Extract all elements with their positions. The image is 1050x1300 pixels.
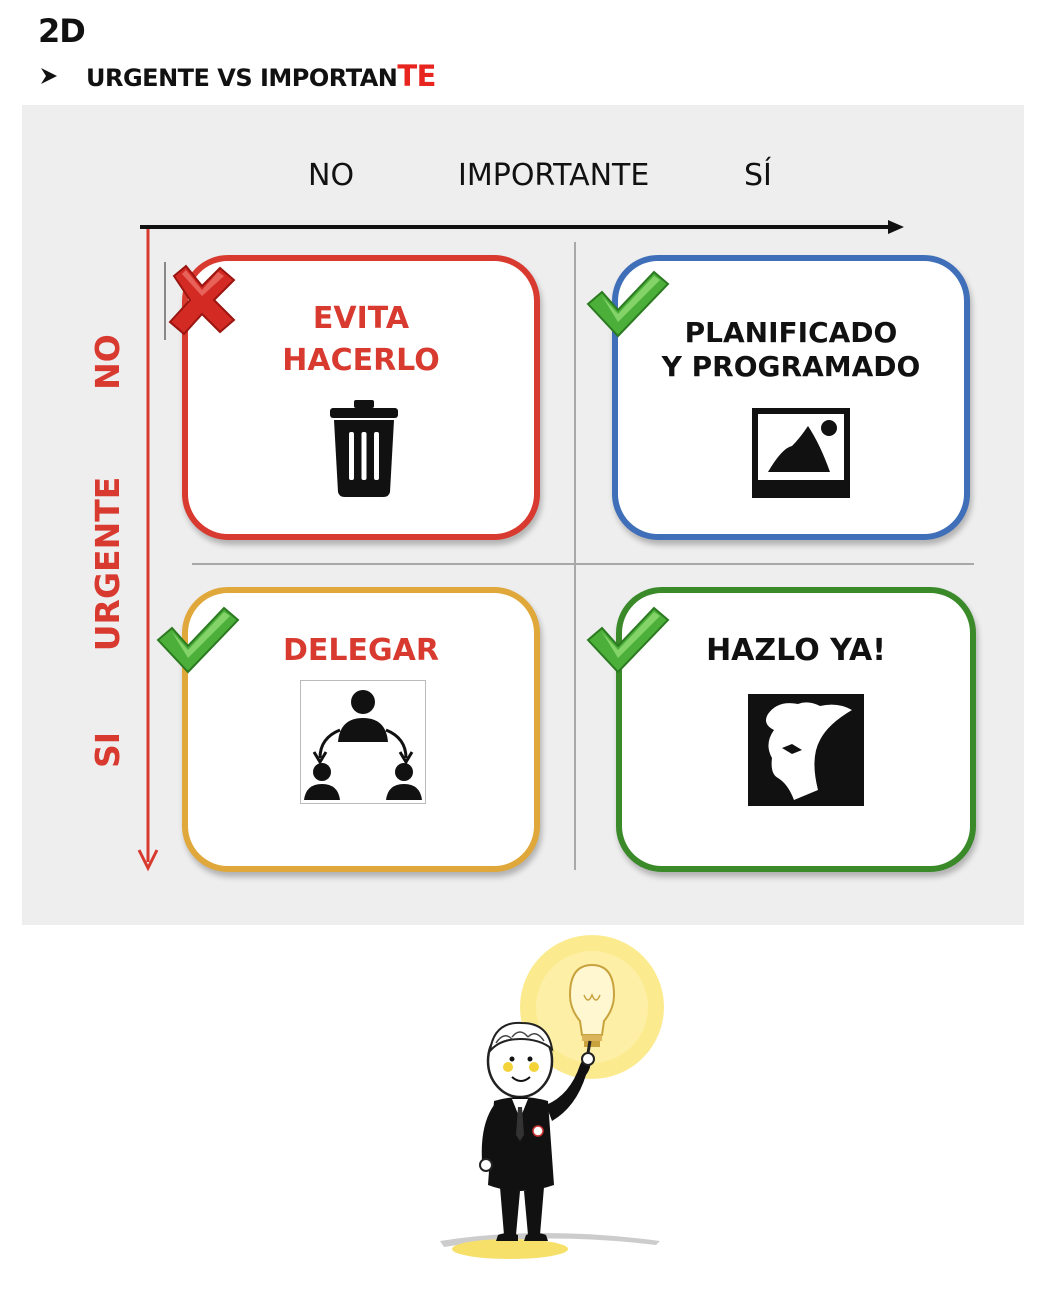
horizontal-divider	[192, 563, 974, 565]
quadrant-avoid-title-2: HACERLO	[282, 343, 440, 378]
check-icon	[156, 606, 240, 674]
delegate-icon	[300, 680, 426, 804]
quadrant-do-now-title: HAZLO YA!	[706, 633, 886, 668]
businessman-lightbulb-illustration	[440, 935, 664, 1259]
page-title: 2D	[38, 12, 86, 50]
arrow-bullet-icon	[41, 68, 57, 84]
picture-icon	[752, 408, 850, 498]
check-icon	[586, 606, 670, 674]
quadrant-delegate-title: DELEGAR	[283, 633, 439, 668]
cross-icon	[168, 264, 236, 336]
subtitle-row: URGENTE VS IMPORTANTE	[38, 58, 436, 94]
y-axis-no-label: NO	[88, 334, 127, 390]
action-icon	[748, 694, 864, 806]
x-axis-title: IMPORTANTE	[458, 158, 650, 193]
vertical-divider	[574, 242, 576, 870]
quadrant-plan-title-1: PLANIFICADO	[684, 316, 898, 349]
x-axis-arrowhead	[888, 220, 904, 234]
quadrant-plan-title-2: Y PROGRAMADO	[661, 350, 921, 383]
x-axis-no-label: NO	[308, 158, 355, 193]
x-axis-yes-label: SÍ	[744, 158, 772, 193]
y-axis-yes-label: SI	[88, 731, 127, 769]
trash-icon	[330, 400, 398, 497]
y-axis-title: URGENTE	[88, 476, 127, 652]
check-icon	[586, 270, 670, 338]
subtitle: URGENTE VS IMPORTANTE	[86, 59, 436, 93]
quadrant-avoid-title-1: EVITA	[312, 301, 410, 336]
y-axis-arrowhead	[137, 849, 159, 872]
quadrant-delegate: DELEGAR	[182, 587, 540, 872]
